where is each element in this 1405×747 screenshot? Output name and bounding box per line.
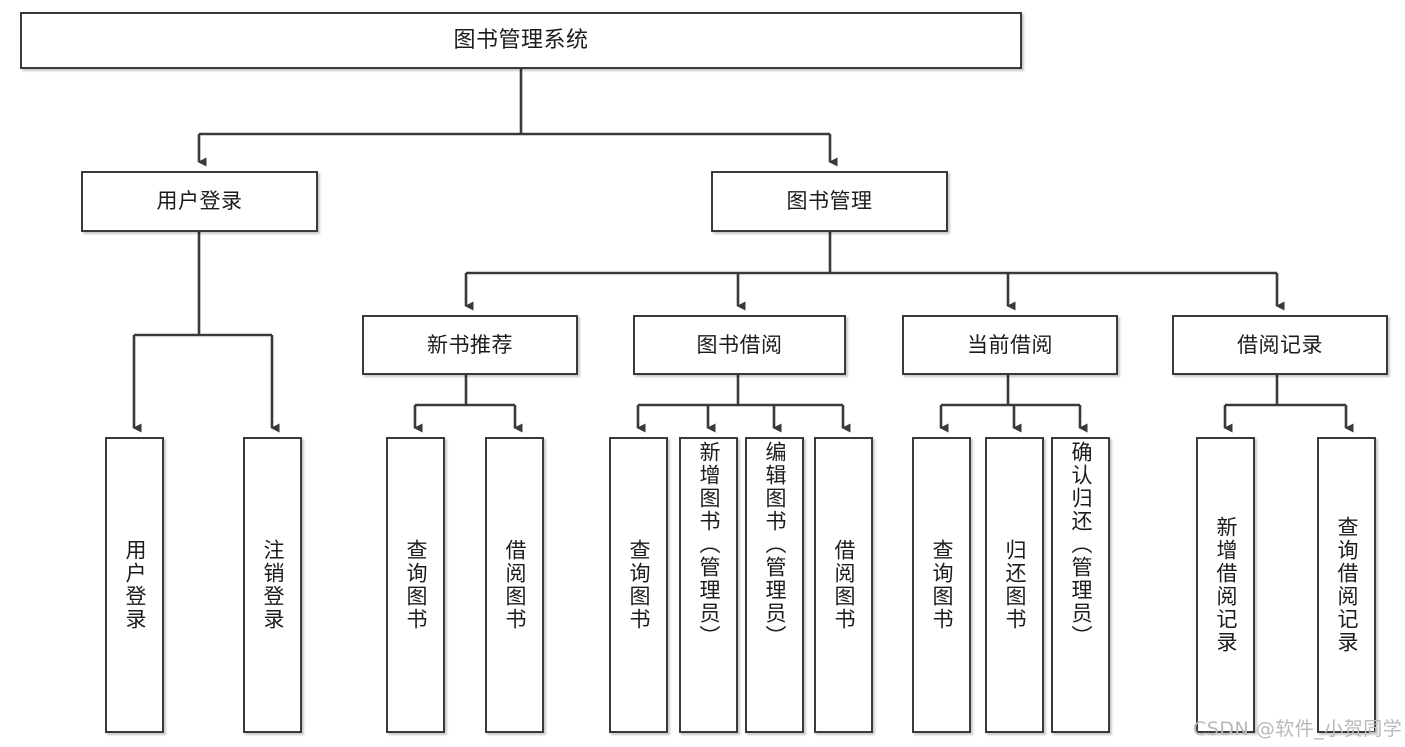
node-label: 归还图书 bbox=[1003, 539, 1027, 631]
node-label: 查询图书 bbox=[930, 539, 954, 631]
leaf-query-book-cb[interactable]: 查询图书 bbox=[912, 437, 971, 733]
leaf-user-login[interactable]: 用户登录 bbox=[105, 437, 164, 733]
node-label: 图书管理系统 bbox=[453, 27, 589, 53]
csdn-watermark: CSDN @软件_小贺同学 bbox=[1193, 718, 1403, 740]
node-label: 查询图书 bbox=[404, 539, 428, 631]
node-label: 当前借阅 bbox=[967, 332, 1053, 357]
leaf-return-book[interactable]: 归还图书 bbox=[985, 437, 1044, 733]
node-label: 确认归还（管理员） bbox=[1069, 441, 1093, 648]
node-book-borrowing[interactable]: 图书借阅 bbox=[633, 315, 846, 375]
node-label: 用户登录 bbox=[156, 189, 243, 214]
node-label: 用户登录 bbox=[123, 539, 147, 631]
node-current-borrowing[interactable]: 当前借阅 bbox=[902, 315, 1118, 375]
node-label: 注销登录 bbox=[261, 539, 285, 631]
leaf-add-borrowing-record[interactable]: 新增借阅记录 bbox=[1196, 437, 1255, 733]
leaf-edit-book-admin[interactable]: 编辑图书（管理员） bbox=[745, 437, 804, 733]
leaf-borrow-book-bb[interactable]: 借阅图书 bbox=[814, 437, 873, 733]
node-root-book-management-system[interactable]: 图书管理系统 bbox=[20, 12, 1022, 69]
node-label: 编辑图书（管理员） bbox=[763, 441, 787, 648]
leaf-borrow-book-nbr[interactable]: 借阅图书 bbox=[485, 437, 544, 733]
node-label: 图书借阅 bbox=[696, 332, 783, 357]
node-book-management[interactable]: 图书管理 bbox=[711, 171, 948, 232]
leaf-query-book-nbr[interactable]: 查询图书 bbox=[386, 437, 445, 733]
node-label: 查询图书 bbox=[627, 539, 651, 631]
node-new-book-recommendation[interactable]: 新书推荐 bbox=[362, 315, 578, 375]
node-label: 新增图书（管理员） bbox=[697, 441, 721, 648]
node-label: 借阅图书 bbox=[503, 539, 527, 631]
leaf-query-book-bb[interactable]: 查询图书 bbox=[609, 437, 668, 733]
node-label: 查询借阅记录 bbox=[1335, 516, 1359, 654]
node-label: 借阅记录 bbox=[1237, 332, 1323, 357]
node-label: 新书推荐 bbox=[427, 332, 513, 357]
node-borrowing-record[interactable]: 借阅记录 bbox=[1172, 315, 1388, 375]
node-label: 借阅图书 bbox=[832, 539, 856, 631]
leaf-confirm-return-admin[interactable]: 确认归还（管理员） bbox=[1051, 437, 1110, 733]
node-label: 图书管理 bbox=[786, 189, 873, 214]
leaf-user-logout[interactable]: 注销登录 bbox=[243, 437, 302, 733]
leaf-add-book-admin[interactable]: 新增图书（管理员） bbox=[679, 437, 738, 733]
node-label: 新增借阅记录 bbox=[1214, 516, 1238, 654]
node-user-login[interactable]: 用户登录 bbox=[81, 171, 318, 232]
leaf-query-borrowing-record[interactable]: 查询借阅记录 bbox=[1317, 437, 1376, 733]
